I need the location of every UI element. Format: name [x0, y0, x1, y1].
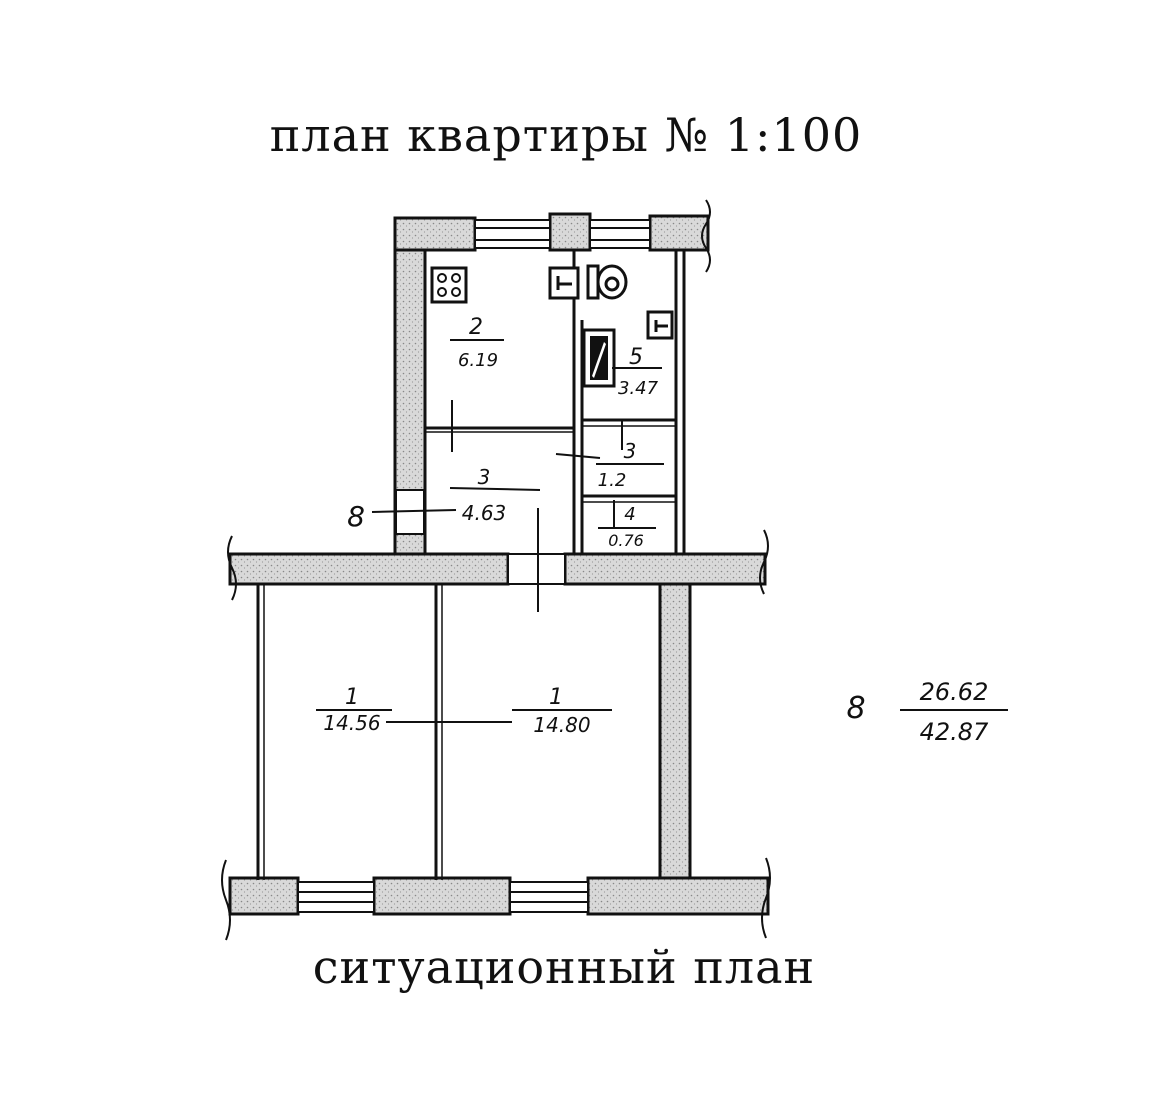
room-1-left-number: 1 — [345, 685, 359, 710]
leader-8-label: 8 — [347, 500, 365, 533]
toilet-icon — [586, 264, 628, 300]
wall-break-marks — [221, 199, 771, 941]
wall-top-1 — [393, 216, 477, 252]
door-opening-middle — [507, 553, 566, 585]
room-2-number: 2 — [469, 315, 483, 340]
room-1-right-number: 1 — [549, 685, 563, 710]
room-3-corridor-area: 1.2 — [598, 470, 627, 491]
leader-lines — [371, 400, 1008, 723]
partitions — [256, 250, 686, 880]
wall-bottom-3 — [586, 876, 770, 916]
windows-top — [474, 219, 651, 249]
room-2-area: 6.19 — [458, 350, 498, 371]
room-3-corridor-number: 3 — [624, 439, 637, 463]
wall-top-3 — [648, 214, 710, 252]
room-1-left-area: 14.56 — [323, 711, 380, 735]
summary-living-area: 26.62 — [920, 678, 989, 706]
wall-bottom-2 — [372, 876, 512, 916]
wall-bottom-1 — [228, 876, 300, 916]
room-4-number: 4 — [624, 504, 635, 525]
wall-top-2 — [548, 212, 592, 252]
room-3-hall-number: 3 — [478, 465, 491, 489]
room-3-hall-area: 4.63 — [462, 501, 507, 525]
room-5-number: 5 — [629, 345, 643, 370]
wall-middle-left — [228, 552, 510, 586]
wall-middle-right — [563, 552, 767, 586]
situation-plan-title: ситуационный план — [312, 940, 816, 994]
room-1-right-area: 14.80 — [533, 713, 590, 737]
room-5-area: 3.47 — [618, 378, 659, 399]
plan-title: план квартиры № 1:100 — [269, 108, 863, 162]
ventilation-shaft-icon — [582, 328, 616, 388]
washbasin-icon — [646, 310, 674, 340]
room-4-area: 0.76 — [608, 531, 644, 550]
fraction-lines — [316, 339, 664, 711]
bearing-walls — [228, 212, 770, 916]
summary-total-area: 42.87 — [920, 718, 989, 746]
wall-right-lower — [658, 582, 692, 882]
sink-icon — [548, 266, 580, 300]
stove-icon — [430, 266, 468, 304]
windows-bottom — [297, 881, 589, 913]
summary-marker-label: 8 — [846, 691, 865, 726]
